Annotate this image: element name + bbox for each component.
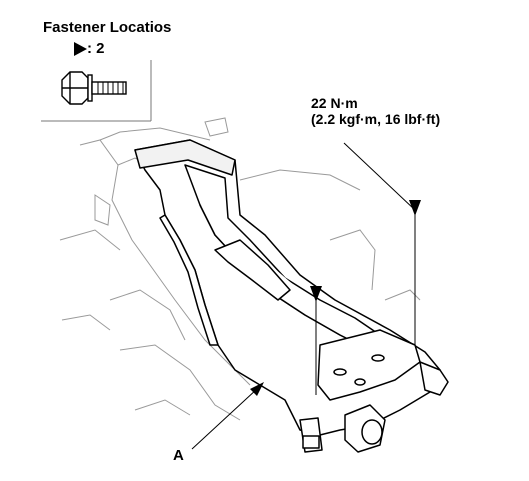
bolt-leader-left [310, 286, 322, 395]
callout-label-a: A [173, 447, 184, 464]
fastener-count: : 2 [87, 40, 105, 57]
legend-title: Fastener Locatios [43, 19, 172, 36]
legend-frame [41, 60, 152, 122]
flange-bolt-icon [61, 71, 127, 105]
torque-value: 22 N·m [311, 95, 358, 111]
bolt-leader-right [343, 142, 421, 345]
part-a-leader [191, 382, 264, 450]
torque-alt-units: (2.2 kgf·m, 16 lbf·ft) [311, 111, 441, 127]
cross-member-bracket [134, 139, 449, 453]
triangle-marker-icon [74, 42, 87, 56]
background-body-structure [59, 117, 421, 421]
